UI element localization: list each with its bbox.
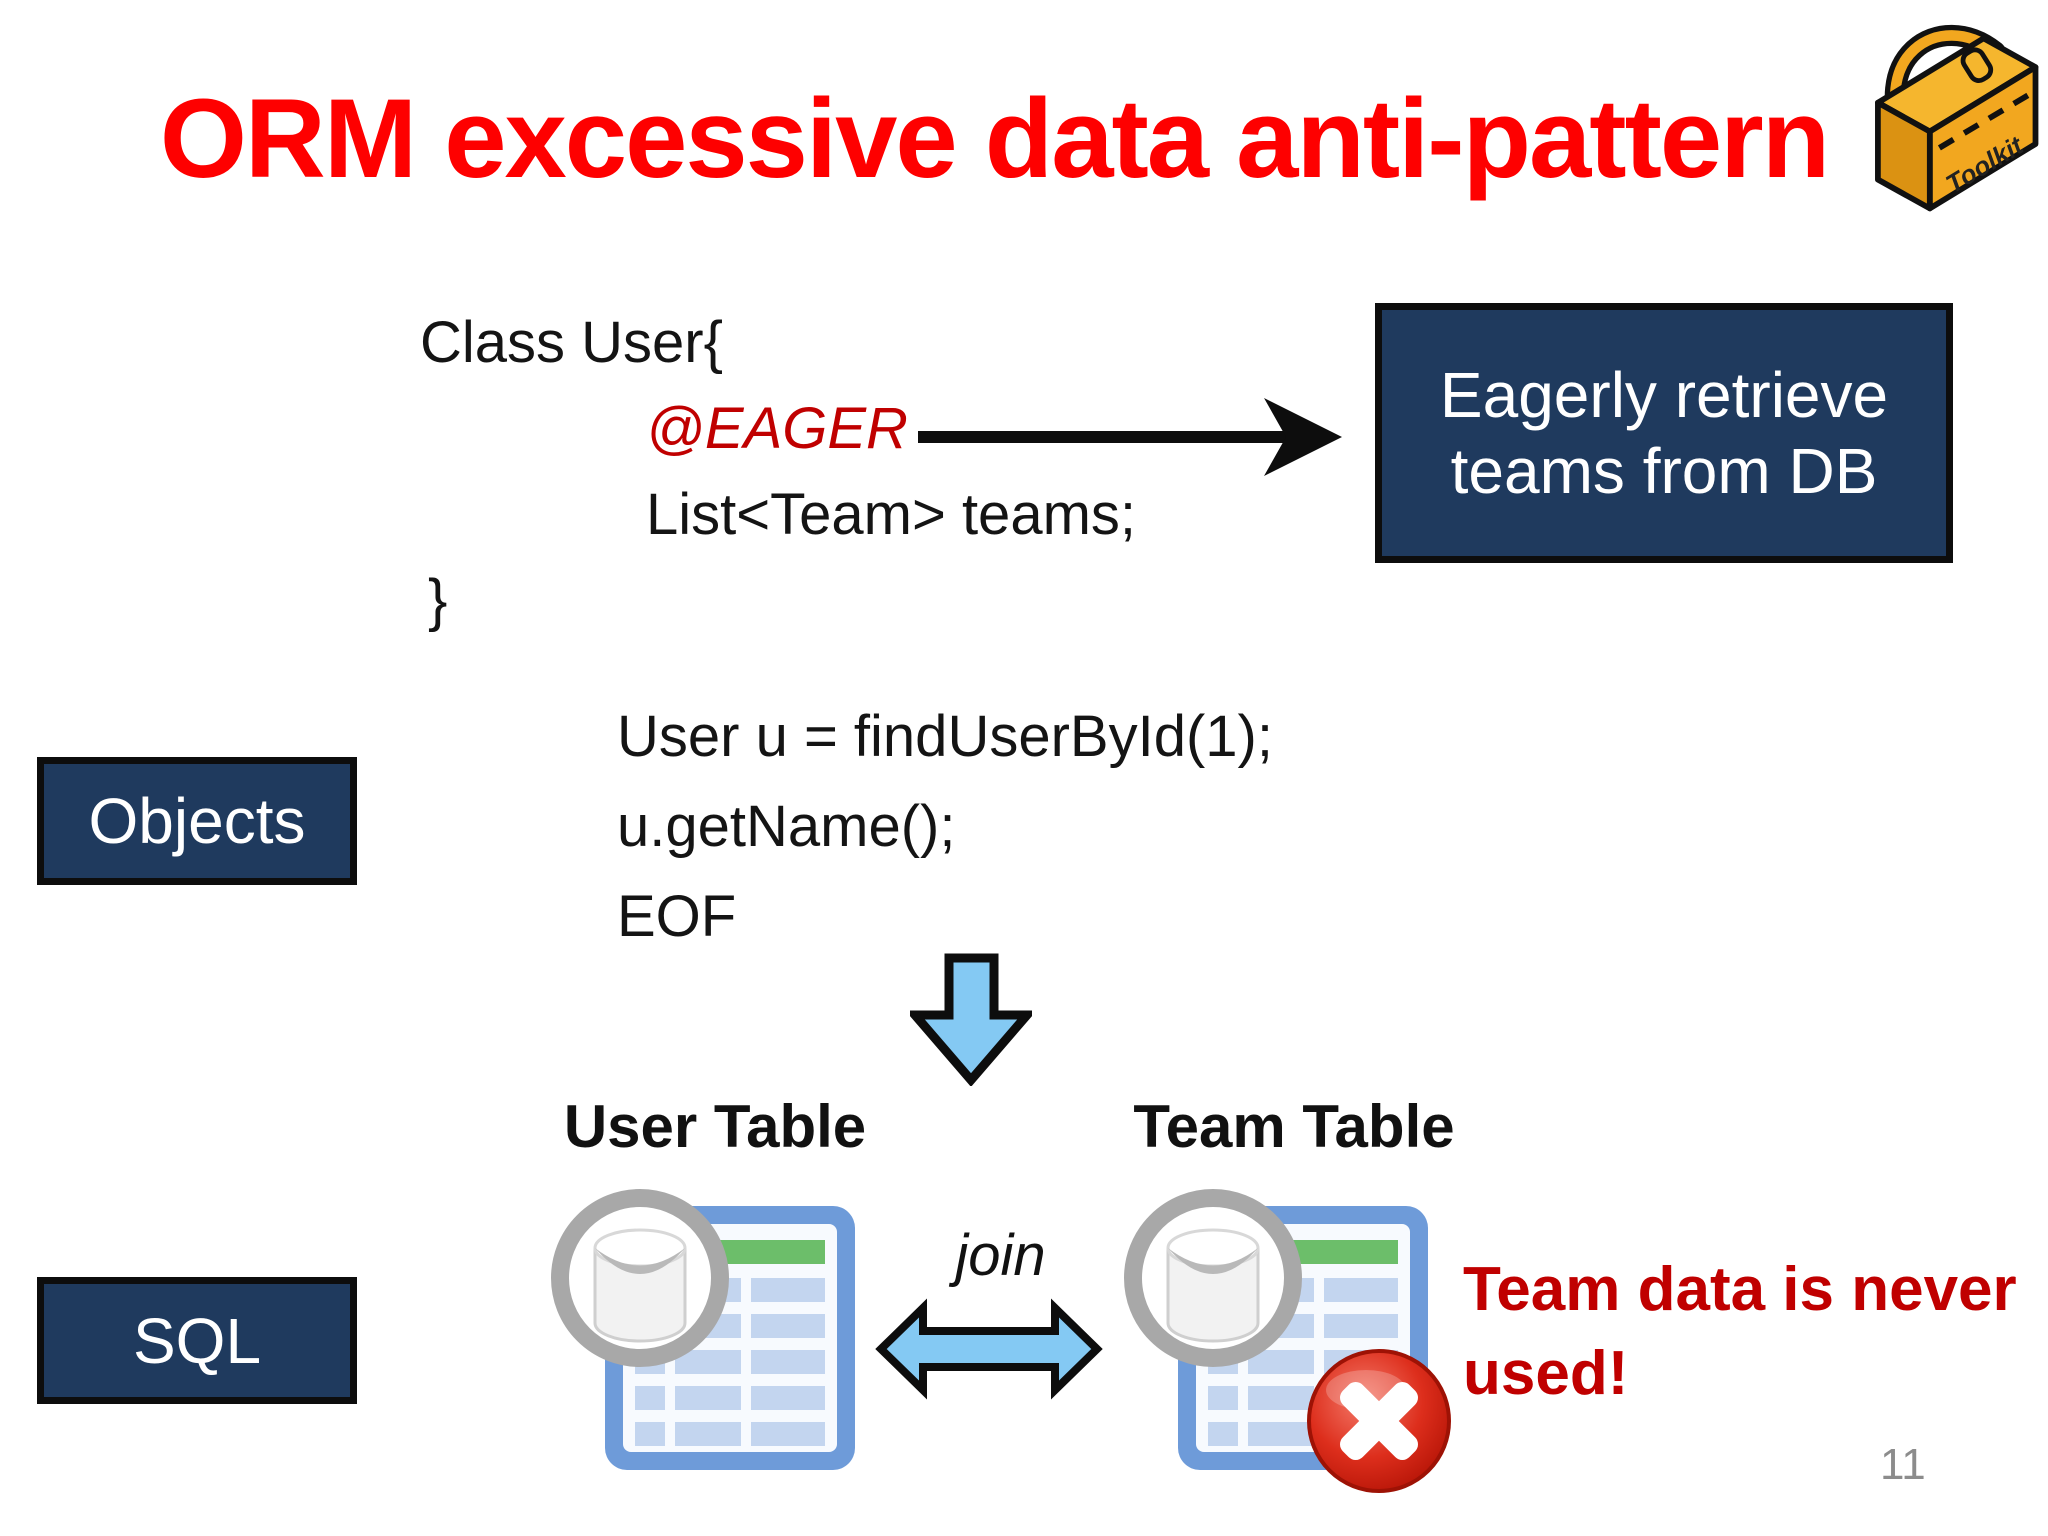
down-arrow-icon <box>905 952 1037 1087</box>
code-line: u.getName(); <box>617 794 956 859</box>
user-database-table-icon <box>545 1178 867 1490</box>
objects-layer-label: Objects <box>37 757 357 885</box>
usage-code: User u = findUserById(1); u.getName(); E… <box>617 692 1273 962</box>
eager-annotation: @EAGER <box>646 396 908 461</box>
join-double-arrow-icon <box>875 1296 1103 1402</box>
class-definition-code: Class User{ @EAGER List<Team> teams; } <box>420 300 1136 644</box>
eager-to-callout-arrow <box>912 392 1367 482</box>
code-line: List<Team> teams; <box>646 482 1136 547</box>
sql-label-text: SQL <box>132 1304 262 1377</box>
join-label: join <box>955 1223 1046 1288</box>
toolbox-icon: Toolkit <box>1851 0 2048 215</box>
eager-callout-box: Eagerly retrieve teams from DB <box>1375 303 1953 563</box>
warning-text: Team data is never used! <box>1463 1248 2048 1416</box>
code-line: } <box>428 568 448 633</box>
code-line: EOF <box>617 884 737 949</box>
user-table-label: User Table <box>563 1093 867 1160</box>
database-cylinder-badge <box>551 1189 729 1367</box>
sql-layer-label: SQL <box>37 1277 357 1404</box>
callout-line: teams from DB <box>1450 435 1878 507</box>
page-number: 11 <box>1880 1440 1926 1489</box>
code-line: Class User{ <box>420 310 723 375</box>
database-cylinder-badge <box>1124 1189 1302 1367</box>
code-line: User u = findUserById(1); <box>617 704 1273 769</box>
warning-line: Team data is never <box>1463 1255 2017 1324</box>
error-cross-icon <box>1303 1346 1455 1496</box>
warning-line: used! <box>1463 1339 1629 1408</box>
callout-line: Eagerly retrieve <box>1439 359 1889 431</box>
page-title: ORM excessive data anti-pattern <box>159 76 1830 201</box>
team-table-label: Team Table <box>1133 1093 1455 1160</box>
objects-label-text: Objects <box>88 785 306 857</box>
